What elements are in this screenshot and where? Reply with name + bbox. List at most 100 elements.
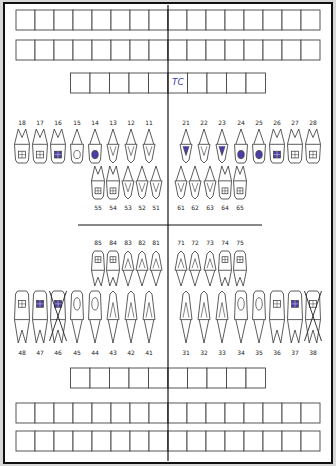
tooth-number: 52 — [138, 205, 146, 211]
tooth-number: 32 — [200, 350, 208, 356]
record-box — [301, 431, 320, 451]
record-box — [282, 40, 301, 60]
record-box — [263, 40, 282, 60]
record-box — [149, 73, 169, 93]
tooth-symbol — [175, 166, 187, 199]
tooth-number: 63 — [206, 205, 214, 211]
record-box — [129, 368, 149, 388]
record-box — [225, 403, 244, 423]
tooth-symbol — [150, 251, 162, 286]
tooth-symbol — [107, 166, 120, 199]
tooth-symbol — [107, 291, 119, 343]
record-box — [206, 403, 225, 423]
tooth-symbol — [235, 129, 248, 163]
tooth-symbol — [89, 129, 102, 163]
record-box — [130, 10, 149, 30]
record-box — [92, 40, 111, 60]
tooth-symbol — [253, 129, 266, 163]
record-box — [282, 403, 301, 423]
tooth-symbol — [122, 166, 134, 199]
record-box — [92, 10, 111, 30]
record-box — [244, 431, 263, 451]
tooth-symbol — [71, 129, 84, 163]
record-box — [263, 10, 282, 30]
record-box — [282, 431, 301, 451]
tooth-number: 17 — [36, 120, 44, 126]
record-box — [149, 368, 169, 388]
record-box — [71, 368, 91, 388]
tooth-number: 15 — [73, 120, 81, 126]
tooth-symbol — [306, 129, 321, 163]
record-box — [188, 73, 208, 93]
tooth-number: 31 — [182, 350, 190, 356]
record-box — [225, 431, 244, 451]
tooth-symbol — [216, 129, 228, 163]
tooth-symbol — [107, 251, 120, 286]
record-box — [35, 10, 54, 30]
record-box — [130, 431, 149, 451]
record-box — [73, 10, 92, 30]
tooth-symbol — [150, 166, 162, 199]
record-box — [207, 73, 227, 93]
record-box — [149, 431, 168, 451]
tooth-symbol — [189, 166, 201, 199]
tooth-number: 46 — [54, 350, 62, 356]
tooth-number: 41 — [145, 350, 153, 356]
record-box — [244, 40, 263, 60]
tooth-symbol — [107, 129, 119, 163]
tooth-symbol — [235, 291, 248, 343]
tooth-number: 81 — [152, 240, 160, 246]
tooth-symbol — [198, 291, 210, 343]
record-box — [168, 368, 188, 388]
tooth-symbol — [175, 251, 187, 286]
tooth-number: 24 — [237, 120, 245, 126]
tooth-number: 42 — [127, 350, 135, 356]
tooth-symbol — [270, 291, 285, 343]
record-box — [130, 40, 149, 60]
tooth-number: 62 — [191, 205, 199, 211]
tooth-symbol — [92, 251, 105, 286]
record-box — [16, 10, 35, 30]
tooth-number: 22 — [200, 120, 208, 126]
tooth-symbol — [33, 291, 48, 343]
tooth-number: 21 — [182, 120, 190, 126]
tooth-number: 64 — [221, 205, 229, 211]
record-box — [16, 431, 35, 451]
tooth-number: 25 — [255, 120, 263, 126]
record-box — [187, 403, 206, 423]
tooth-number: 65 — [236, 205, 244, 211]
tooth-symbol — [204, 166, 216, 199]
record-box — [227, 368, 247, 388]
record-box — [206, 431, 225, 451]
tooth-symbol — [216, 291, 228, 343]
tooth-number: 55 — [94, 205, 102, 211]
record-box — [227, 73, 247, 93]
midline-horizontal — [78, 225, 262, 226]
tooth-number: 48 — [18, 350, 26, 356]
record-box — [188, 368, 208, 388]
midline-vertical — [167, 5, 168, 461]
tooth-symbol — [125, 129, 137, 163]
record-box — [149, 403, 168, 423]
tooth-number: 47 — [36, 350, 44, 356]
record-box — [263, 403, 282, 423]
record-box — [168, 403, 187, 423]
record-box — [16, 403, 35, 423]
tooth-symbol — [136, 251, 148, 286]
tooth-number: 74 — [221, 240, 229, 246]
record-box — [111, 431, 130, 451]
tooth-symbol — [204, 251, 216, 286]
tooth-symbol — [89, 291, 102, 343]
record-box — [54, 10, 73, 30]
record-box — [73, 431, 92, 451]
tooth-number: 23 — [218, 120, 226, 126]
tooth-number: 35 — [255, 350, 263, 356]
tooth-number: 12 — [127, 120, 135, 126]
tooth-symbol — [33, 129, 48, 163]
tooth-number: 61 — [177, 205, 185, 211]
tooth-symbol — [219, 251, 232, 286]
tooth-symbol — [305, 291, 322, 343]
tooth-symbol — [92, 166, 105, 199]
tooth-number: 18 — [18, 120, 26, 126]
record-box — [149, 10, 168, 30]
